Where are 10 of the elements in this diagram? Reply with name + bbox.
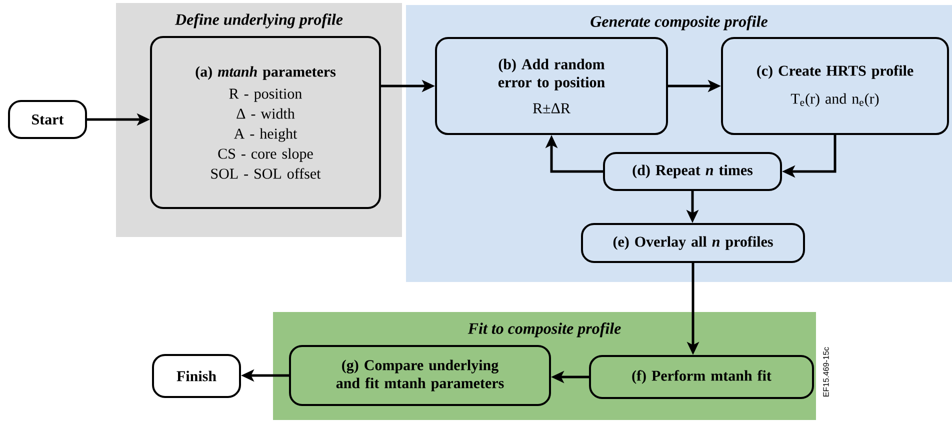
process-box: (e) Overlay all n profiles xyxy=(581,223,805,263)
process-box: (d) Repeat n times xyxy=(603,152,782,191)
process-box: (g) Compare underlying and fit mtanh parameters xyxy=(289,345,551,406)
process-box: (c) Create HRTS profile T$_{e}$(r) and n$_{e}$(r) xyxy=(721,37,949,135)
process-box: (b) Add random error to position R±ΔR xyxy=(435,37,668,135)
process-box: (f) Perform mtanh fit xyxy=(589,355,814,399)
process-box: Finish xyxy=(152,354,241,398)
process-box: Start xyxy=(8,100,88,139)
process-box: (a) mtanh parameters R - position Δ - width A - height CS - core slope SOL - SOL offset xyxy=(150,36,381,209)
figure-code: EF15.469-15c xyxy=(823,347,829,396)
